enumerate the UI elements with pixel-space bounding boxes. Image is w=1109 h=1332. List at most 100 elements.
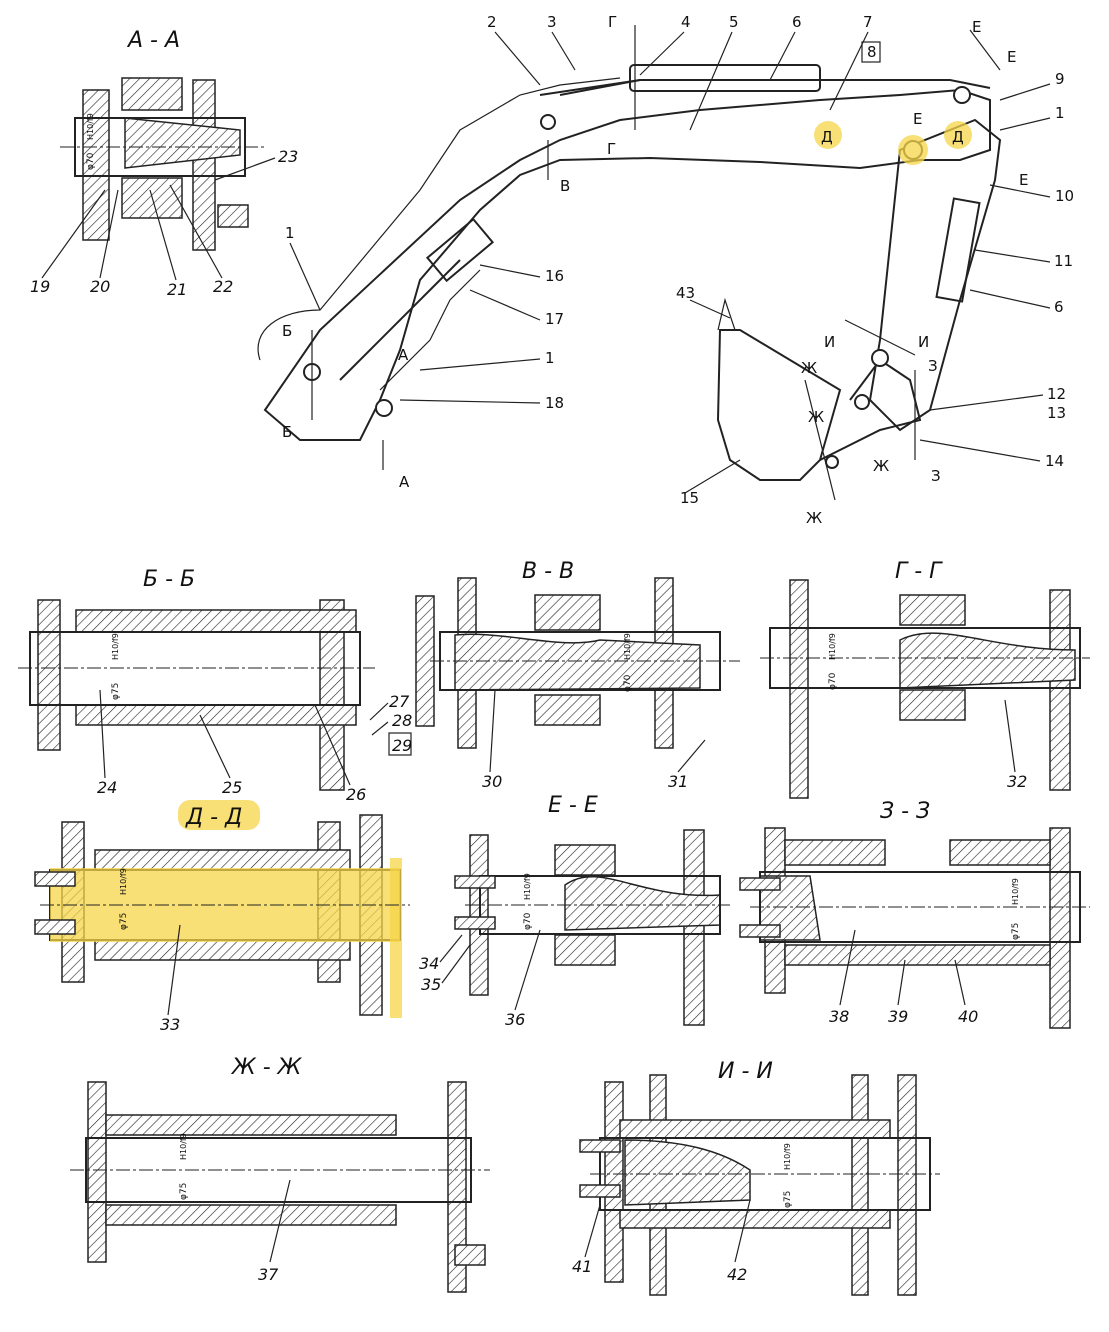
leader-lines [289,31,1051,494]
leader-lines [99,689,389,786]
leader-lines [839,929,966,1006]
pin-body [29,631,361,706]
arm-cylinder-rod [559,79,641,96]
section-mark: З [931,467,941,485]
bolt [217,204,249,228]
callout: 40 [958,1007,978,1026]
callout: 23 [278,147,298,166]
boss [899,689,966,721]
pin-arm-cyl [540,114,556,130]
dim-label: φ70 [828,672,838,690]
leader-lines [167,924,181,1016]
callout-box-29 [388,732,412,756]
bolt [579,1139,621,1153]
hydraulic-line-2 [379,269,481,391]
pin-linkage [871,349,889,367]
plate [1049,827,1071,1029]
section-mark: Г [607,140,616,158]
callout: 26 [346,785,366,804]
highlight-pin [898,135,928,165]
callout: 19 [30,277,50,296]
section-mark: Ж [808,408,824,426]
section-title: З - З [880,799,930,824]
leader-lines [41,157,276,281]
dim-label: φ75 [111,683,121,700]
callout-box-8 [861,41,881,63]
section-title: А - А [126,28,180,53]
plate [683,829,705,1026]
bushing [121,77,183,111]
highlight-title-dd [178,800,260,830]
dim-label: φ75 [1011,923,1021,940]
boss [534,694,601,726]
callout: 1 [285,224,295,242]
pin-bucket-tip [825,455,839,469]
section-mark: А [398,346,409,364]
callout: 21 [167,280,187,299]
bolt [579,1184,621,1198]
boss [75,704,357,726]
callout: 1 [545,349,555,367]
callout: 37 [258,1265,279,1284]
callout: 8 [867,43,877,61]
callout: 17 [545,310,564,328]
section-title: Г - Г [895,559,943,584]
callout: 41 [572,1257,592,1276]
fit-label: H10/f9 [523,873,532,900]
fit-label: H10/f9 [111,633,120,660]
callout: 32 [1007,772,1027,791]
callout: 6 [1054,298,1064,316]
bolt [454,875,496,889]
callout: 18 [545,394,564,412]
boss [554,934,616,966]
callout: 13 [1047,404,1066,422]
callout: 22 [213,277,233,296]
callout: 2 [487,13,497,31]
section-line-zh [804,379,836,501]
plate [851,1074,869,1296]
boom-cylinder-rod [339,259,461,381]
callout: 16 [545,267,564,285]
dim-label: φ70 [623,674,633,692]
fit-label: H10/f9 [783,1143,792,1170]
bucket-cylinder [935,197,981,303]
section-bb: Б - Б φ75 H10/f9 24 25 26 27 28 29 [18,567,412,804]
callout: 10 [1055,187,1074,205]
callout: 3 [547,13,557,31]
section-ii: И - И φ75 H10/f9 41 42 [572,1059,940,1296]
boss [105,1114,397,1136]
leader-lines [1004,699,1016,773]
plate [604,1081,624,1283]
section-line-i [844,319,916,356]
boom-cylinder [425,217,495,283]
pin-head [624,1139,751,1206]
bolt [34,871,76,887]
bolt [739,877,781,891]
callout: 9 [1055,70,1065,88]
section-gg: Г - Г φ70 H10/f9 32 [760,559,1090,799]
callout: 43 [676,284,695,302]
plate [897,1074,917,1296]
leader-lines [489,689,706,773]
boss [94,939,351,961]
section-mark: Ж [801,359,817,377]
dim-label: φ70 [523,912,533,930]
section-mark: Г [608,13,617,31]
section-mark: В [560,177,570,195]
fit-label: H10/f9 [623,633,632,660]
callout: 12 [1047,385,1066,403]
section-title: Ж - Ж [230,1055,303,1080]
callout: 15 [680,489,699,507]
section-mark: И [824,333,835,351]
boss [784,944,1051,966]
section-mark: Ж [873,457,889,475]
pin-head [454,633,701,691]
pin-head [899,632,1076,689]
section-ee: Е - Е φ70 H10/f9 34 35 36 [419,793,730,1029]
boss [949,839,1051,866]
pin-head [124,117,241,169]
fit-label: H10/f9 [1011,878,1020,905]
callout: 1 [1055,104,1065,122]
highlight-d-right [944,121,972,149]
